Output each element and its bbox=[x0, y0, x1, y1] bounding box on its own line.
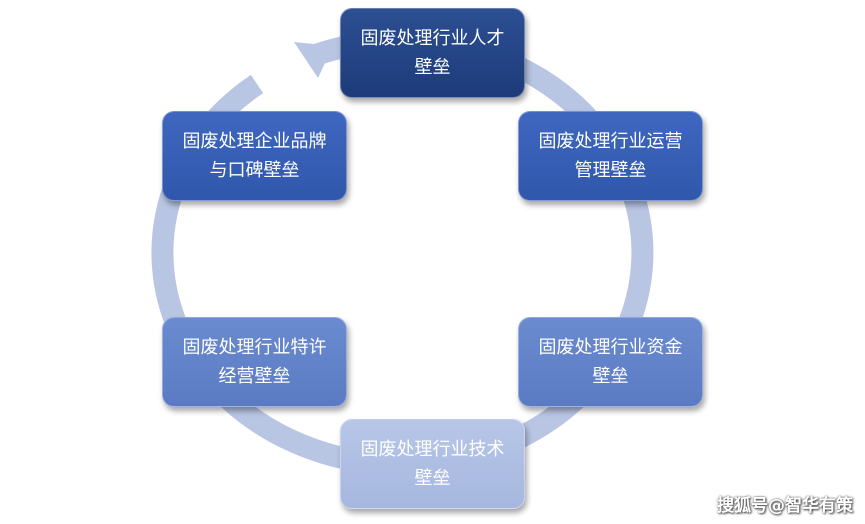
cycle-arrowhead-icon bbox=[294, 42, 333, 78]
node-brand-reputation-barrier: 固废处理企业品牌与口碑壁垒 bbox=[162, 111, 347, 201]
node-franchise-barrier: 固废处理行业特许经营壁垒 bbox=[162, 317, 347, 407]
node-label-line1: 固废处理行业运营 bbox=[538, 131, 683, 152]
node-label-line2: 与口碑壁垒 bbox=[209, 160, 300, 181]
node-label-line1: 固废处理行业特许 bbox=[182, 337, 327, 358]
node-capital-barrier: 固废处理行业资金壁垒 bbox=[518, 317, 703, 407]
node-label-line1: 固废处理行业人才 bbox=[360, 28, 505, 49]
node-label-line2: 壁垒 bbox=[592, 366, 629, 387]
node-label-line2: 壁垒 bbox=[414, 57, 451, 78]
watermark: 搜狐号@智华有策 bbox=[717, 496, 853, 516]
node-label-line1: 固废处理企业品牌 bbox=[182, 131, 327, 152]
node-technology-barrier: 固废处理行业技术壁垒 bbox=[340, 419, 525, 509]
node-label-line2: 经营壁垒 bbox=[218, 366, 291, 387]
node-label-line2: 管理壁垒 bbox=[574, 160, 647, 181]
node-label-line2: 壁垒 bbox=[414, 468, 451, 489]
node-label-line1: 固废处理行业资金 bbox=[538, 337, 683, 358]
node-label-line1: 固废处理行业技术 bbox=[360, 439, 505, 460]
node-operation-management-barrier: 固废处理行业运营管理壁垒 bbox=[518, 111, 703, 201]
node-talent-barrier: 固废处理行业人才壁垒 bbox=[340, 8, 525, 98]
